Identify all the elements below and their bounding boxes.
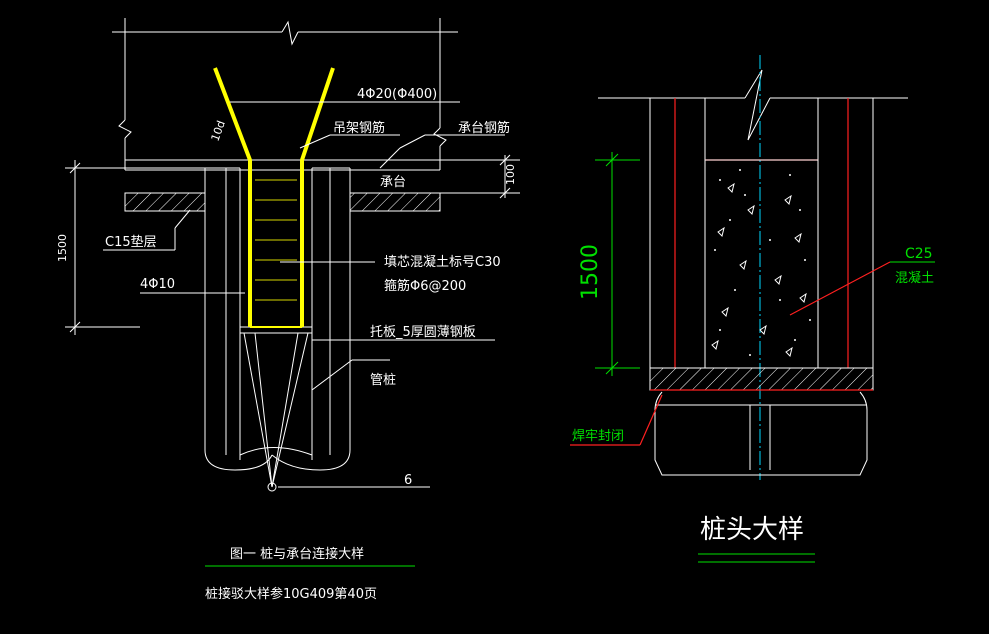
pipe-pile-body — [204, 167, 351, 471]
lower-pile — [654, 391, 868, 476]
concrete-fill — [704, 159, 819, 369]
fill-concrete-label: 填芯混凝土标号C30 — [384, 254, 501, 270]
stirrup-label: 箍筋Φ6@200 — [384, 278, 466, 294]
hanger-rebar-label: 吊架钢筋 — [333, 120, 385, 136]
anchor-point — [267, 482, 277, 492]
concrete-name-label: 混凝土 — [895, 270, 934, 286]
concrete-leader: C25 混凝土 — [789, 246, 935, 316]
dim-1500-left-label: 1500 — [56, 234, 69, 262]
sealing-plate — [649, 367, 874, 391]
left-detail: 100 — [56, 18, 520, 602]
leaders — [103, 101, 505, 488]
ground-line — [598, 69, 908, 141]
right-detail: 1500 C25 混凝土 焊牢封闭 桩头大样 — [570, 55, 935, 563]
pipe-pile-label: 管桩 — [370, 373, 396, 388]
dim-100: 100 — [440, 154, 520, 199]
cap-rebar-label: 承台钢筋 — [458, 120, 510, 136]
weld-leader: 焊牢封闭 — [570, 394, 663, 446]
support-plate-label: 托板_5厚圆薄钢板 — [370, 325, 476, 340]
pile-cap — [124, 159, 520, 212]
left-reference: 桩接驳大样参10G409第40页 — [205, 586, 377, 602]
top-dimension-line — [112, 18, 458, 170]
concrete-grade-label: C25 — [905, 246, 933, 262]
cap-label: 承台 — [380, 175, 406, 190]
num-6-label: 6 — [404, 473, 412, 488]
cushion-right — [349, 192, 441, 212]
cushion-left — [124, 192, 206, 212]
main-rebar — [213, 67, 335, 328]
weld-seal-label: 焊牢封闭 — [572, 428, 624, 444]
cushion-label: C15垫层 — [105, 234, 157, 250]
pile-walls — [649, 98, 874, 368]
left-caption: 图一 桩与承台连接大样 — [230, 546, 364, 562]
rebar-4phi10-label: 4Φ10 — [140, 277, 175, 292]
right-title: 桩头大样 — [700, 515, 804, 545]
dim-100-label: 100 — [504, 164, 517, 185]
dim-1500-right: 1500 — [578, 152, 640, 376]
length-label: 10d — [209, 119, 228, 143]
dim-1500-right-label: 1500 — [578, 244, 603, 300]
support-plate — [240, 326, 312, 492]
dim-1500-left: 1500 — [56, 160, 205, 335]
rebar-top-label: 4Φ20(Φ400) — [357, 87, 437, 102]
